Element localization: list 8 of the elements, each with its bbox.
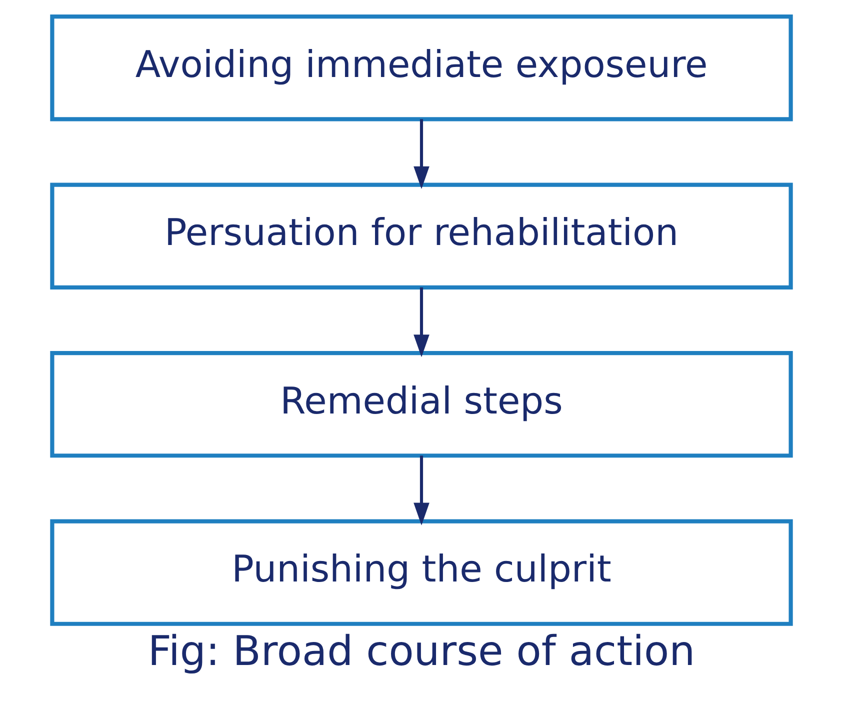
arrow: [414, 119, 430, 189]
arrow: [414, 456, 430, 526]
node-box: Punishing the culprit: [50, 519, 793, 626]
node-box: Remedial steps: [50, 351, 793, 458]
arrow: [414, 287, 430, 358]
node-box: Avoiding immediate exposeure: [50, 14, 793, 122]
node-box: Persuation for rehabilitation: [50, 182, 793, 290]
caption: Fig: Broad course of action: [148, 626, 696, 675]
